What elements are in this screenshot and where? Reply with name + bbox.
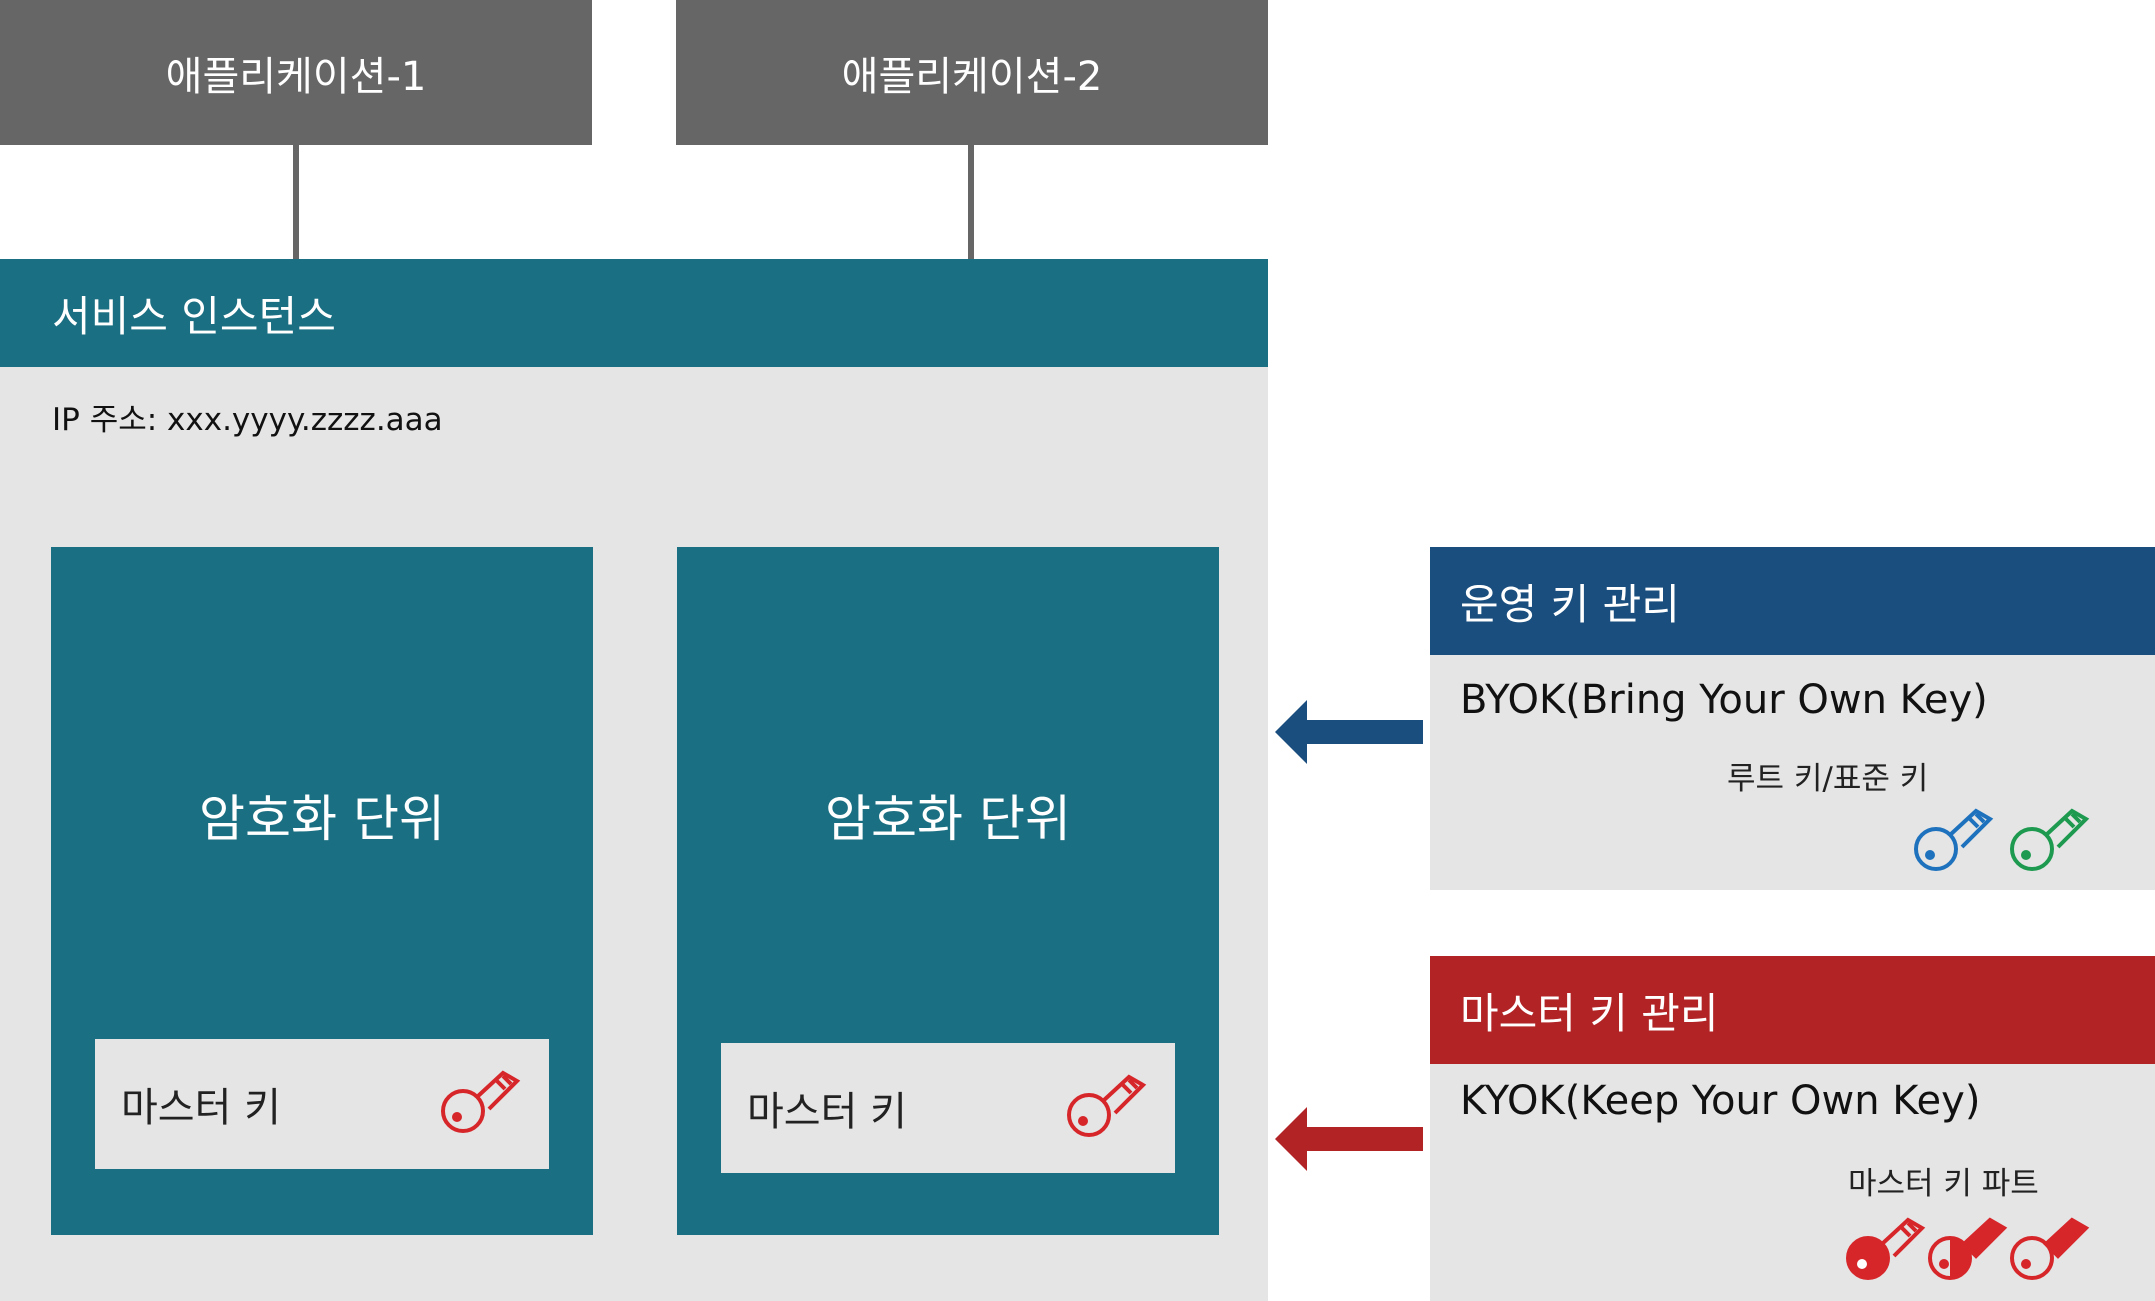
master-key-mgmt-title: 마스터 키 관리 (1460, 988, 1719, 1038)
operational-key-mgmt-body: BYOK(Bring Your Own Key) 루트 키/표준 키 (1430, 655, 2155, 890)
key-icon (1928, 1217, 2008, 1280)
root-standard-key-label: 루트 키/표준 키 (1727, 761, 1929, 797)
crypto-unit-1-title: 암호화 단위 (199, 790, 445, 848)
connector-line-2 (968, 145, 974, 259)
crypto-unit-2-master-key-label: 마스터 키 (747, 1089, 907, 1135)
ip-address-label: IP 주소: xxx.yyyy.zzzz.aaa (52, 402, 443, 438)
crypto-unit-2: 암호화 단위 마스터 키 (677, 547, 1219, 1235)
crypto-unit-1-master-key-label: 마스터 키 (121, 1085, 281, 1131)
master-key-mgmt-header: 마스터 키 관리 (1430, 956, 2155, 1064)
arrow-left-icon (1275, 700, 1423, 764)
application-1-box: 애플리케이션-1 (0, 0, 592, 145)
connector-line-1 (293, 145, 299, 259)
service-instance-title: 서비스 인스턴스 (52, 291, 336, 341)
key-icon (441, 1070, 521, 1133)
key-icon (1914, 808, 1994, 871)
application-2-label: 애플리케이션-2 (841, 53, 1103, 100)
key-icon (2010, 808, 2090, 871)
operational-key-mgmt-title: 운영 키 관리 (1460, 579, 1680, 629)
crypto-unit-1: 암호화 단위 마스터 키 (51, 547, 593, 1235)
application-2-box: 애플리케이션-2 (676, 0, 1268, 145)
service-instance-header: 서비스 인스턴스 (0, 259, 1268, 367)
key-icon (2010, 1217, 2090, 1280)
master-key-part-label: 마스터 키 파트 (1848, 1166, 2039, 1202)
crypto-unit-2-master-key: 마스터 키 (721, 1043, 1175, 1173)
master-key-mgmt-body: KYOK(Keep Your Own Key) 마스터 키 파트 (1430, 1064, 2155, 1301)
kyok-label: KYOK(Keep Your Own Key) (1460, 1078, 1981, 1124)
key-icon (1067, 1074, 1147, 1137)
key-icon (1846, 1217, 1926, 1280)
crypto-unit-1-master-key: 마스터 키 (95, 1039, 549, 1169)
operational-key-mgmt-header: 운영 키 관리 (1430, 547, 2155, 655)
application-1-label: 애플리케이션-1 (165, 53, 427, 100)
byok-label: BYOK(Bring Your Own Key) (1460, 677, 1988, 723)
crypto-unit-2-title: 암호화 단위 (825, 790, 1071, 848)
arrow-left-icon (1275, 1107, 1423, 1171)
